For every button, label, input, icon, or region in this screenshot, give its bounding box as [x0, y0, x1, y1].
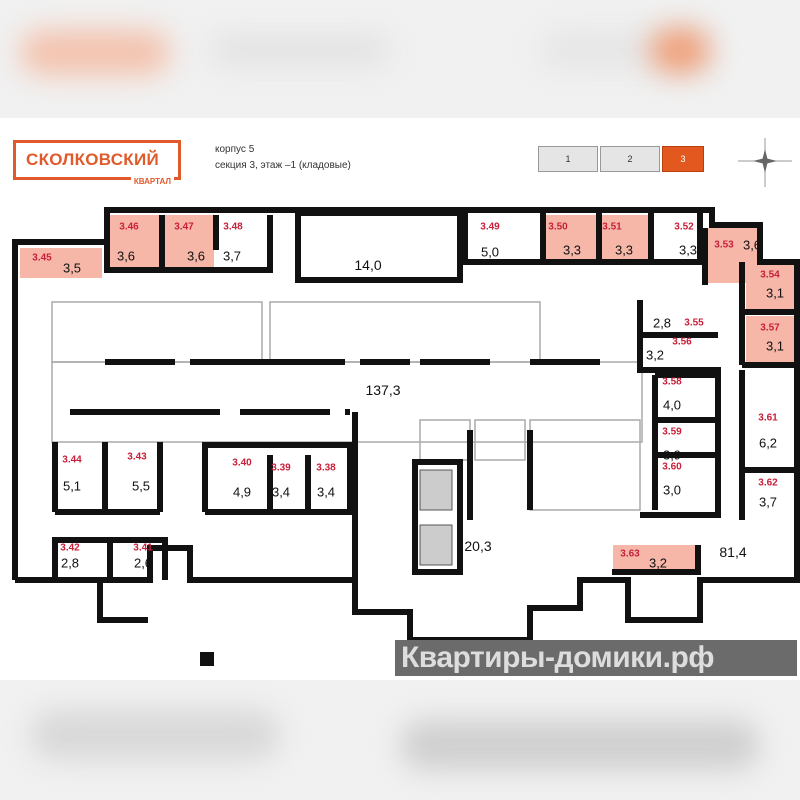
room-highlight — [20, 248, 102, 278]
room-id[interactable]: 3.59 — [662, 426, 682, 438]
watermark: Квартиры-домики.рф — [395, 640, 797, 676]
room-area: 3,7 — [758, 494, 778, 510]
room-area: 3,3 — [678, 242, 698, 258]
room-area: 3,9 — [662, 447, 682, 463]
room-id[interactable]: 3.60 — [662, 461, 682, 473]
room-area: 3,5 — [62, 260, 82, 276]
section-floor-label: секция 3, этаж –1 (кладовые) — [215, 160, 351, 171]
section-2[interactable]: 2 — [600, 146, 660, 172]
room-id[interactable]: 3.51 — [602, 221, 622, 233]
blurred-top-band — [0, 0, 800, 118]
compass-icon — [738, 138, 792, 187]
section-1[interactable]: 1 — [538, 146, 598, 172]
room-area: 2,8 — [652, 315, 672, 331]
room-highlight — [110, 215, 161, 270]
room-id[interactable]: 3.44 — [62, 454, 82, 466]
room-area: 3,4 — [271, 484, 291, 500]
column-marker — [200, 652, 214, 666]
room-id[interactable]: 3.46 — [119, 221, 139, 233]
room-area: 2,6 — [133, 555, 153, 571]
room-area: 3,3 — [562, 242, 582, 258]
room-area: 4,9 — [232, 484, 252, 500]
room-highlight — [600, 215, 650, 262]
room-id[interactable]: 3.57 — [760, 322, 780, 334]
room-id[interactable]: 3.48 — [223, 221, 243, 233]
room-id[interactable]: 3.62 — [758, 477, 778, 489]
room-id[interactable]: 3.54 — [760, 269, 780, 281]
area-corridor: 137,3 — [365, 382, 401, 398]
room-area: 3,1 — [765, 285, 785, 301]
logo-sub: КВАРТАЛ — [130, 177, 174, 186]
room-id[interactable]: 3.61 — [758, 412, 778, 424]
plan-info: корпус 5 секция 3, этаж –1 (кладовые) — [215, 142, 351, 174]
room-id[interactable]: 3.43 — [127, 451, 147, 463]
room-area: 3,4 — [316, 484, 336, 500]
logo: СКОЛКОВСКИЙ КВАРТАЛ — [13, 140, 181, 186]
room-highlight — [746, 316, 794, 362]
room-highlight — [746, 263, 794, 310]
room-id[interactable]: 3.50 — [548, 221, 568, 233]
room-area: 5,5 — [131, 478, 151, 494]
room-id[interactable]: 3.49 — [480, 221, 500, 233]
room-area: 3,6 — [186, 248, 206, 264]
room-id[interactable]: 3.47 — [174, 221, 194, 233]
room-area: 4,0 — [662, 397, 682, 413]
room-area: 3,1 — [765, 338, 785, 354]
room-id[interactable]: 3.39 — [271, 462, 291, 474]
room-id[interactable]: 3.41 — [133, 542, 153, 554]
room-area: 5,0 — [480, 244, 500, 260]
room-id[interactable]: 3.53 — [714, 239, 734, 251]
room-area: 2,8 — [60, 555, 80, 571]
room-highlight — [164, 215, 214, 270]
room-id[interactable]: 3.42 — [60, 542, 80, 554]
room-id[interactable]: 3.52 — [674, 221, 694, 233]
room-highlight — [546, 215, 598, 262]
room-highlight — [613, 545, 698, 572]
room-area: 3,6 — [116, 248, 136, 264]
room-id[interactable]: 3.55 — [684, 317, 704, 329]
blurred-bottom-band — [0, 680, 800, 800]
room-area: 3,2 — [645, 347, 665, 363]
room-id[interactable]: 3.38 — [316, 462, 336, 474]
room-area: 3,3 — [614, 242, 634, 258]
building-label: корпус 5 — [215, 144, 255, 155]
area-storage-hall: 14,0 — [354, 257, 382, 273]
room-area: 3,0 — [662, 482, 682, 498]
room-area: 3,7 — [222, 248, 242, 264]
room-area: 3,6 — [742, 237, 762, 253]
room-id[interactable]: 3.40 — [232, 457, 252, 469]
logo-main: СКОЛКОВСКИЙ — [26, 150, 159, 169]
room-area: 5,1 — [62, 478, 82, 494]
area-east-hall: 81,4 — [719, 544, 747, 560]
room-area: 6,2 — [758, 435, 778, 451]
room-id[interactable]: 3.58 — [662, 376, 682, 388]
room-id[interactable]: 3.56 — [672, 336, 692, 348]
room-id[interactable]: 3.45 — [32, 252, 52, 264]
room-area: 3,2 — [648, 555, 668, 571]
section-3[interactable]: 3 — [662, 146, 704, 172]
area-stair-hall: 20,3 — [464, 538, 492, 554]
room-id[interactable]: 3.63 — [620, 548, 640, 560]
